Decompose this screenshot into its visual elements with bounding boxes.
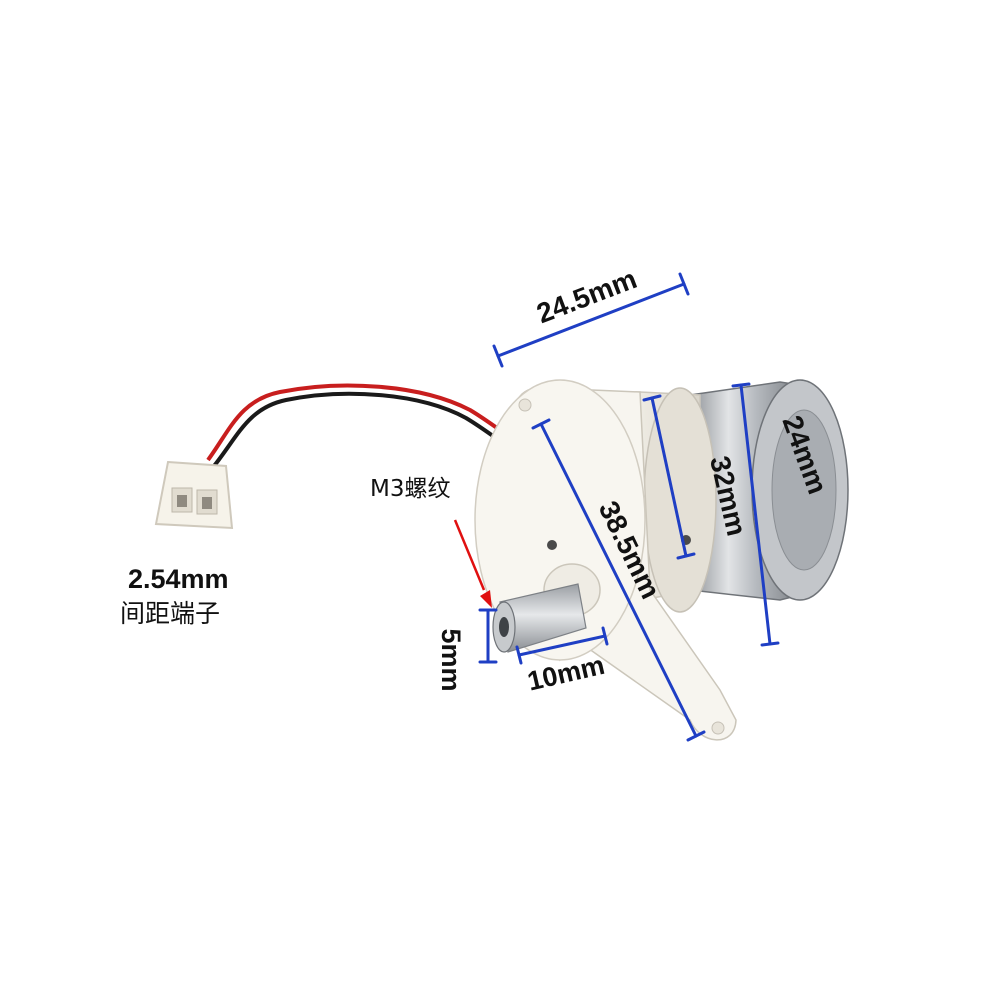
dim-line-shaft-diameter [478,608,498,664]
connector-pitch-value: 2.54mm [128,564,229,594]
label-shaft-length: 10mm [525,650,608,697]
dim-line-shaft-length [515,626,609,665]
gearbox-housing [474,379,737,741]
dim-line-flange-length [531,418,706,742]
connector-pitch-desc: 间距端子 [120,599,221,628]
dim-line-gearbox-diameter [642,394,696,560]
dim-line-motor-diameter [731,382,780,647]
label-shaft-diameter: 5mm [436,628,466,691]
thread-arrow [453,519,492,608]
thread-note: M3螺纹 [370,476,451,502]
label-gearbox-width: 24.5mm [532,263,640,329]
dim-line-gearbox-width [492,272,690,368]
jst-connector [154,460,234,530]
dimension-lines [478,272,780,742]
output-shaft [492,583,587,653]
